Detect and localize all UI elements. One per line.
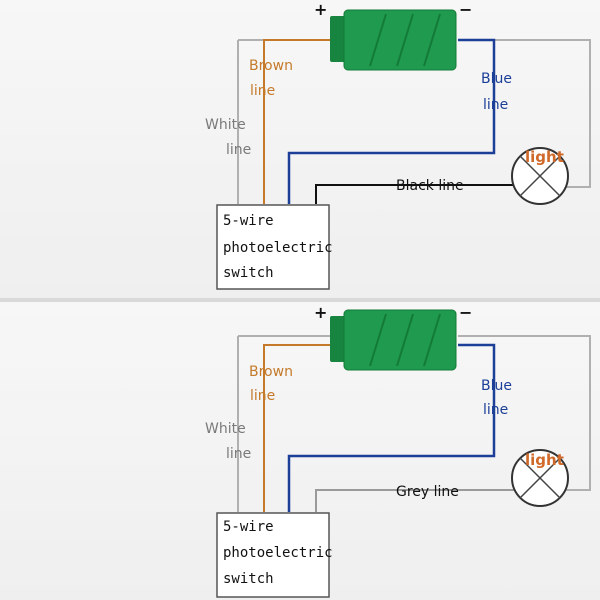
switch-line-1-bottom: 5-wire (223, 519, 274, 535)
blue-line-label-1-bottom: Blue (481, 378, 512, 394)
top-diagram-panel: + − light 5-wire photoelectric switch Br… (0, 0, 600, 298)
battery-icon-bottom (330, 309, 457, 371)
switch-line-3-bottom: switch (223, 571, 274, 587)
photoelectric-switch-box-top (216, 204, 330, 290)
battery-icon-top (330, 9, 457, 71)
photoelectric-switch-box-bottom (216, 512, 330, 598)
bottom-circuit-svg: + − light 5-wire photoelectric switch Br… (205, 303, 591, 598)
blue-wire-top (287, 38, 496, 204)
black-wire-top (315, 184, 515, 204)
blue-wire-bottom (287, 343, 496, 512)
plus-sign-bottom: + (314, 303, 327, 322)
lamp-icon-bottom (511, 449, 569, 507)
grey-wire-bottom (315, 489, 515, 512)
switch-line-1-top: 5-wire (223, 213, 274, 229)
plus-sign-top: + (314, 0, 327, 19)
bottom-line-label-bottom: Grey line (396, 484, 459, 500)
switch-line-2-top: photoelectric (223, 240, 333, 256)
light-label-top: light (525, 148, 564, 166)
lamp-icon-top (511, 147, 569, 205)
blue-line-label-2-top: line (483, 97, 508, 113)
brown-line-label-2-bottom: line (250, 388, 275, 404)
brown-wire-top (263, 39, 332, 204)
blue-line-label-2-bottom: line (483, 402, 508, 418)
minus-sign-bottom: − (459, 303, 472, 322)
brown-line-label-1-bottom: Brown (249, 364, 293, 380)
blue-line-label-1-top: Blue (481, 71, 512, 87)
brown-wire-bottom (263, 344, 332, 512)
bottom-diagram-panel: + − light 5-wire photoelectric switch Br… (0, 302, 600, 600)
white-line-label-2-top: line (226, 142, 251, 158)
white-line-label-2-bottom: line (226, 446, 251, 462)
light-label-bottom: light (525, 451, 564, 469)
panel-divider (0, 298, 600, 302)
switch-line-3-top: switch (223, 265, 274, 281)
switch-line-2-bottom: photoelectric (223, 545, 333, 561)
brown-line-label-2-top: line (250, 83, 275, 99)
minus-sign-top: − (459, 0, 472, 19)
white-line-label-1-bottom: White (205, 421, 246, 437)
top-circuit-svg: + − light 5-wire photoelectric switch Br… (205, 0, 591, 290)
bottom-line-label-top: Black line (396, 178, 464, 194)
brown-line-label-1-top: Brown (249, 58, 293, 74)
white-line-label-1-top: White (205, 117, 246, 133)
